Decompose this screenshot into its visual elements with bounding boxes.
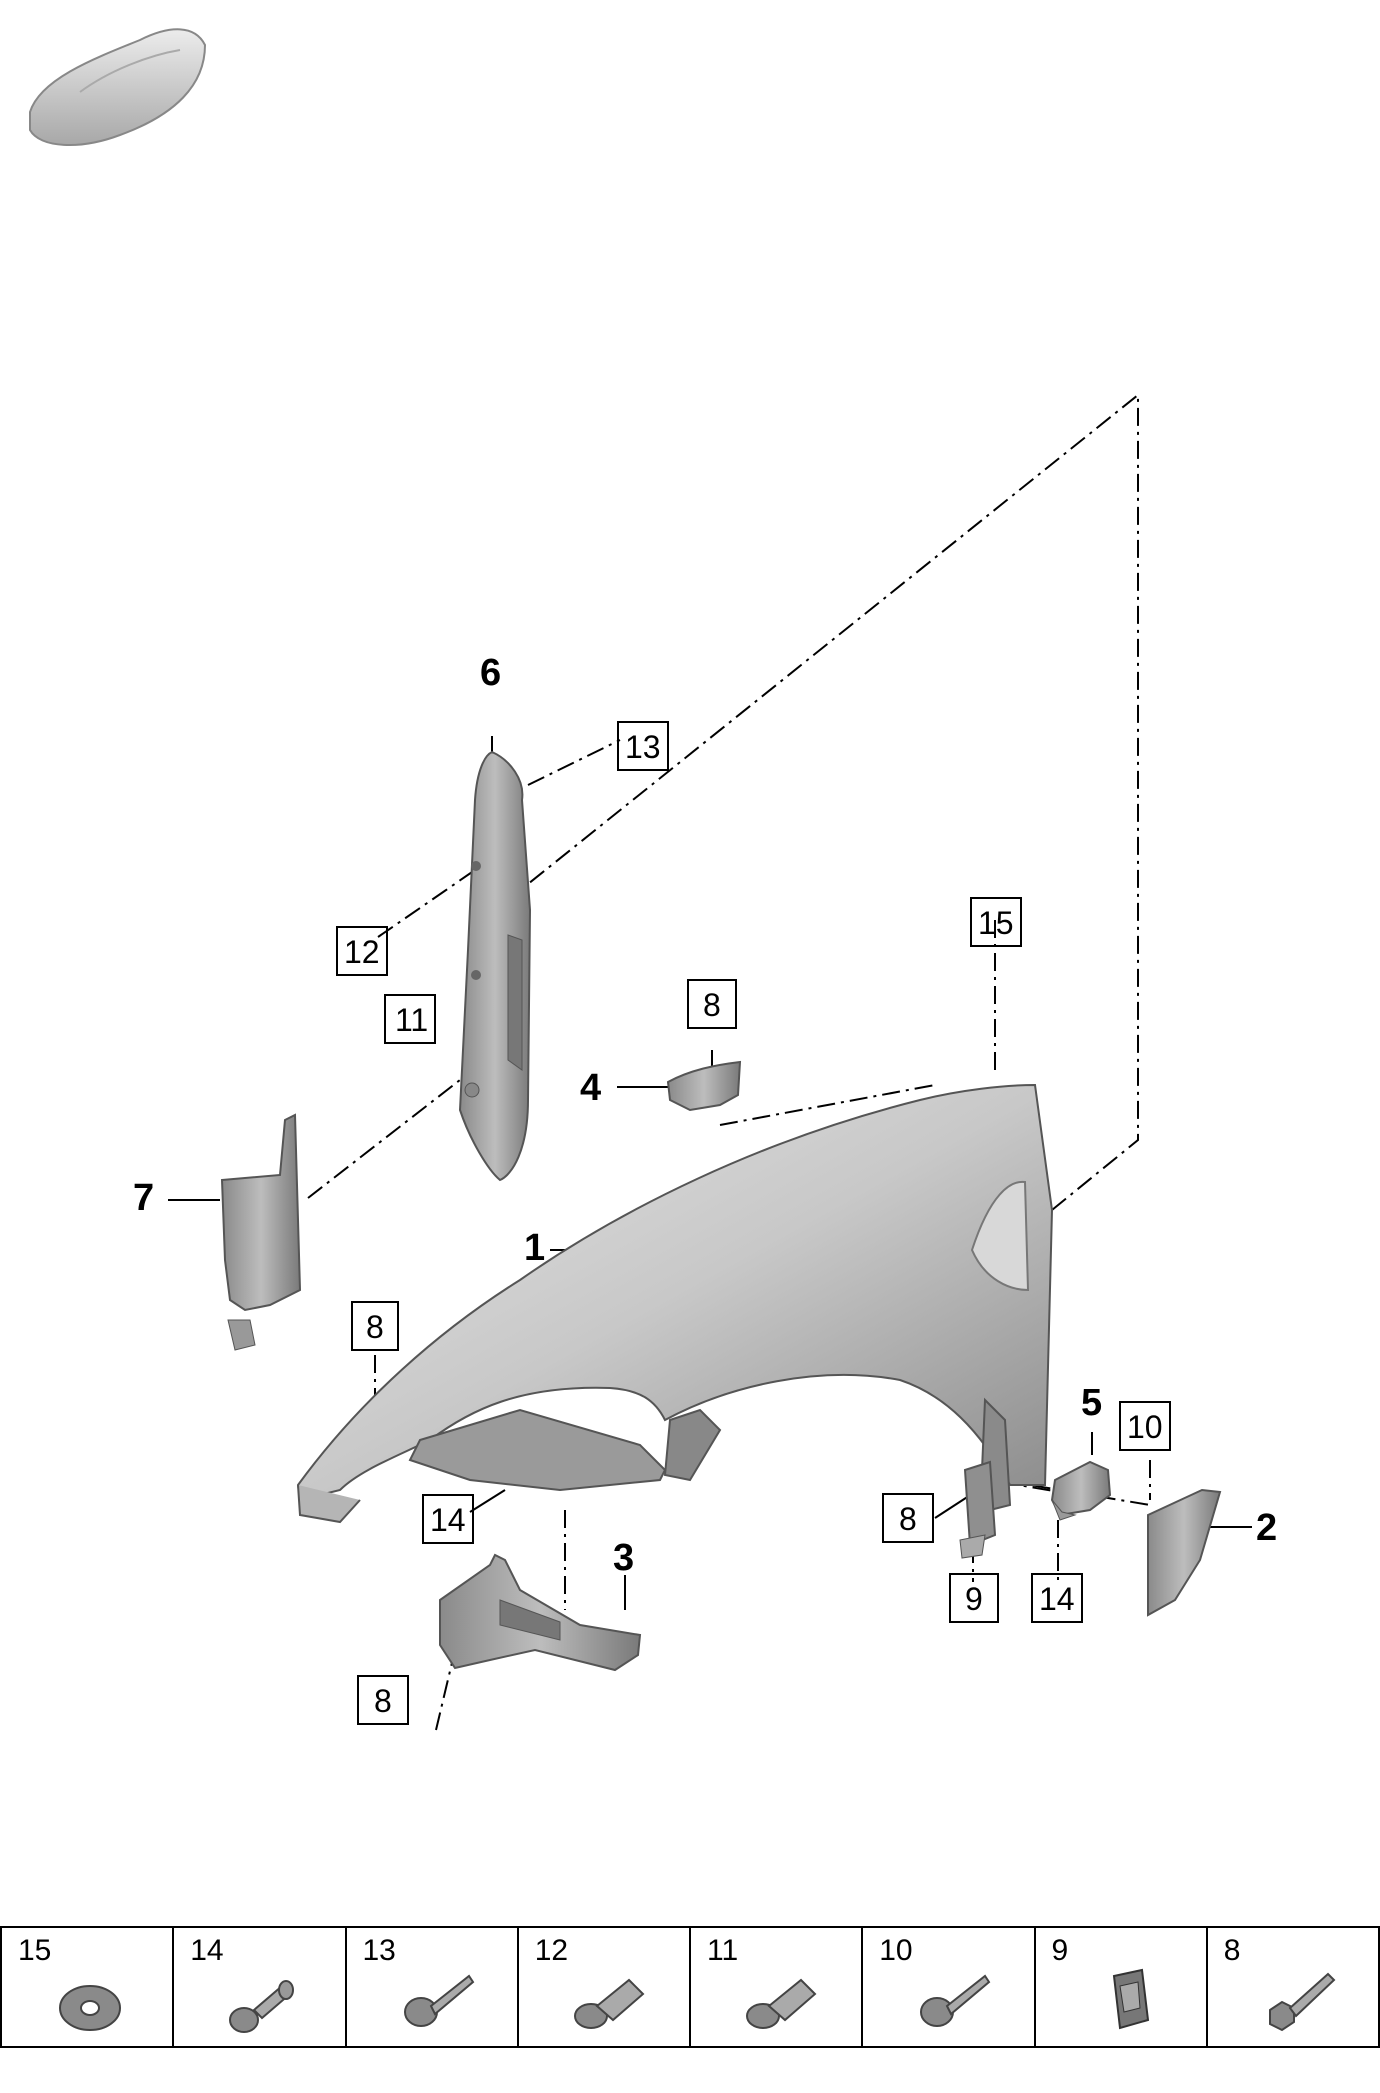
part-1-fender <box>296 1083 1054 1524</box>
callout-3: 3 <box>613 1537 634 1579</box>
flange-screw-icon <box>403 1974 474 2027</box>
part-4-bracket <box>666 1060 742 1112</box>
fastener-legend: 15 14 13 12 11 10 <box>0 1926 1380 2048</box>
legend-number: 10 <box>879 1934 913 1967</box>
legend-number: 15 <box>18 1934 52 1967</box>
callout-8-bottom: 8 <box>374 1683 392 1719</box>
callout-4: 4 <box>580 1067 601 1109</box>
callout-8-top: 8 <box>703 987 721 1023</box>
legend-cell-9: 9 <box>1036 1928 1208 2046</box>
part-3-lower-mount <box>439 1553 642 1672</box>
legend-cell-14: 14 <box>174 1928 347 2046</box>
callout-14-left: 14 <box>430 1502 466 1538</box>
flange-screw-icon <box>920 1974 991 2027</box>
legend-number: 9 <box>1051 1934 1069 1967</box>
push-rivet-icon <box>229 1980 295 2033</box>
callout-14-right: 14 <box>1039 1581 1075 1617</box>
vehicle-thumbnail-icon <box>29 28 207 147</box>
legend-cell-13: 13 <box>347 1928 519 2046</box>
legend-cell-15: 15 <box>0 1928 175 2046</box>
fastener-assembly <box>959 1460 997 1559</box>
clip-nut-icon <box>1112 1968 1149 2030</box>
washer-icon <box>59 1985 121 2031</box>
part-5-bracket <box>1050 1460 1112 1521</box>
legend-number: 12 <box>534 1934 569 1967</box>
callout-11: 11 <box>395 1002 428 1038</box>
legend-cell-10: 10 <box>863 1928 1036 2046</box>
part-2-trim <box>1147 1488 1222 1617</box>
callout-5: 5 <box>1081 1382 1102 1424</box>
part-6-trim-panel <box>458 750 532 1182</box>
callout-7: 7 <box>133 1177 154 1219</box>
expanding-nut-icon <box>573 1978 645 2029</box>
callout-12: 12 <box>344 934 380 970</box>
legend-cell-8: 8 <box>1208 1928 1380 2046</box>
legend-cell-12: 12 <box>519 1928 691 2046</box>
callout-8-right: 8 <box>899 1501 917 1537</box>
callout-9: 9 <box>965 1581 983 1617</box>
callout-1: 1 <box>524 1227 545 1269</box>
callout-6: 6 <box>480 652 501 694</box>
legend-number: 13 <box>362 1934 396 1967</box>
legend-number: 11 <box>707 1934 739 1967</box>
boxed-callouts <box>336 721 1171 1725</box>
callout-2: 2 <box>1256 1507 1277 1549</box>
legend-number: 14 <box>190 1934 224 1967</box>
callout-13: 13 <box>625 729 661 765</box>
legend-number: 8 <box>1223 1934 1241 1967</box>
callout-10: 10 <box>1127 1409 1163 1445</box>
callout-8-left: 8 <box>366 1309 384 1345</box>
legend-cell-11: 11 <box>691 1928 864 2046</box>
part-7-bracket <box>220 1113 302 1351</box>
callout-15: 15 <box>978 905 1014 941</box>
expanding-nut-icon <box>746 1978 817 2029</box>
hex-bolt-icon <box>1268 1972 1336 2032</box>
